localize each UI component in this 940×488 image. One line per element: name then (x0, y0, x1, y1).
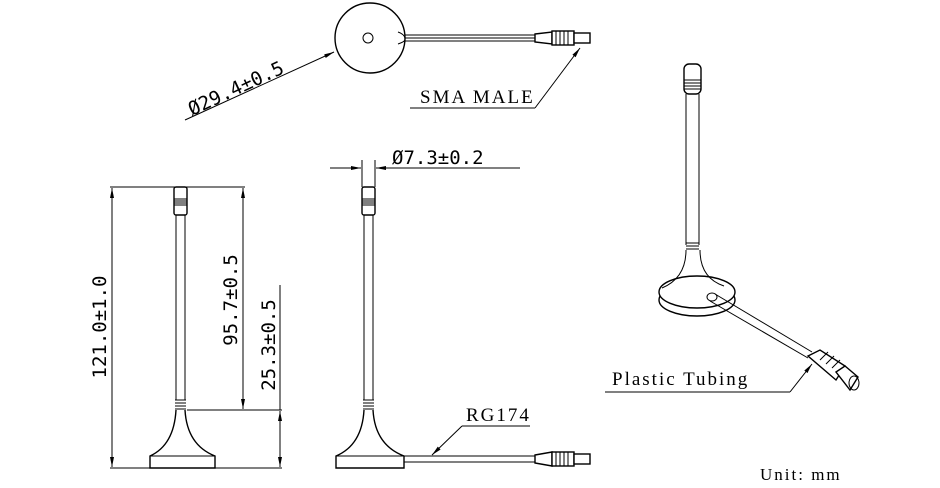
cable-label: RG174 (466, 405, 531, 426)
isometric-view: Plastic Tubing (605, 63, 860, 393)
tubing-label: Plastic Tubing (612, 369, 749, 390)
base-diameter-label: Ø29.4±0.5 (185, 57, 288, 120)
base-diameter-leader (184, 51, 335, 121)
whip-diameter-label: Ø7.3±0.2 (392, 147, 484, 169)
total-height-label: 121.0±1.0 (89, 276, 111, 379)
whip-height-label: 95.7±0.5 (220, 254, 242, 346)
front-view: 121.0±1.0 95.7±0.5 25.3±0.5 (89, 186, 282, 469)
unit-label: Unit: mm (760, 465, 842, 484)
top-view: Ø29.4±0.5 SMA MALE (184, 2, 591, 121)
base-height-label: 25.3±0.5 (258, 299, 280, 391)
side-view: Ø7.3±0.2 RG174 (330, 147, 591, 469)
connector-label: SMA MALE (420, 87, 535, 108)
